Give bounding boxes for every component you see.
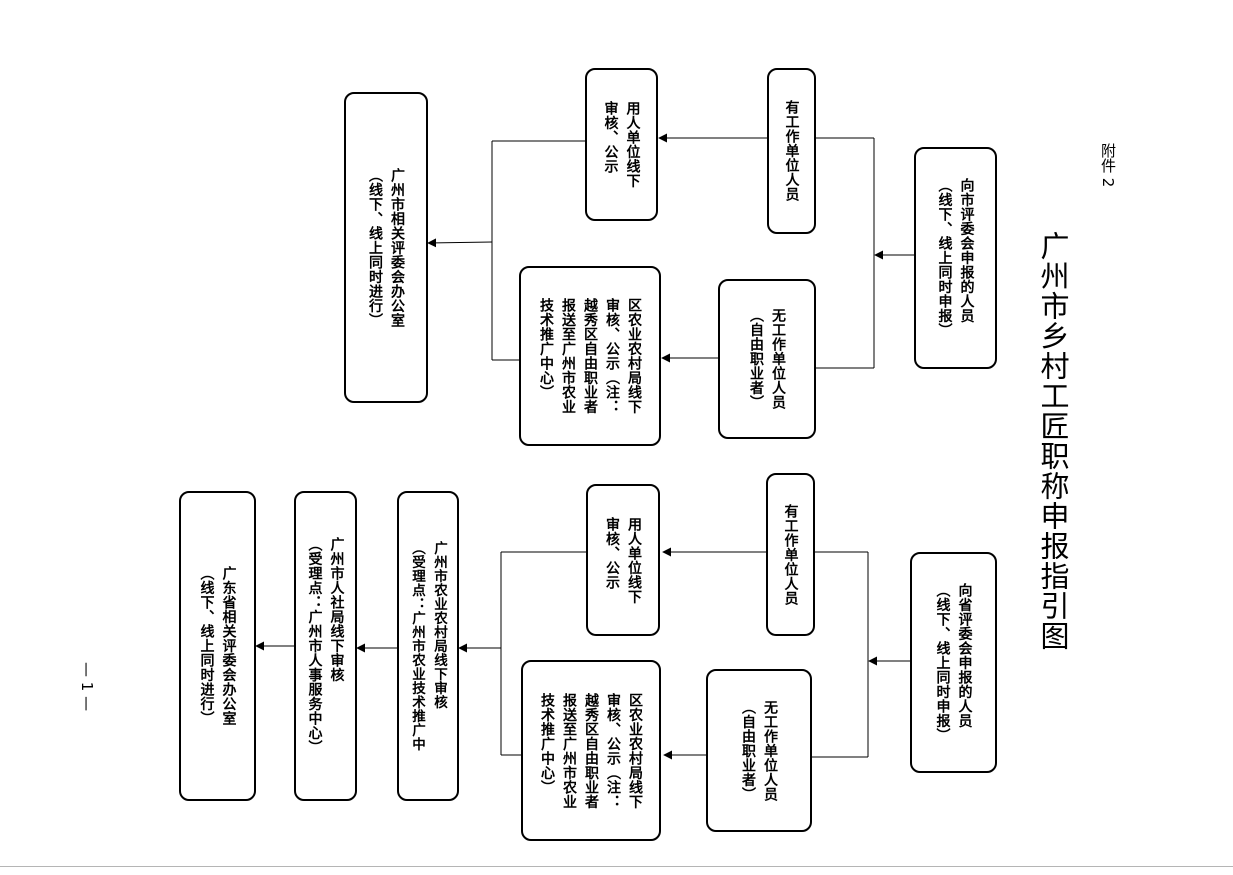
prov-self-employed-box: 无工作单位人员 （自由职业者） (706, 669, 812, 832)
city-employed-box: 有工作单位人员 (767, 68, 816, 234)
attachment-label: 附件 2 (1099, 142, 1117, 188)
city-district-review-box: 区农业农村局线下 审核、公示（注： 越秀区自由职业者 报送至广州市农业 技术推广… (519, 266, 661, 446)
city-self-employed-box: 无工作单位人员 （自由职业者） (718, 279, 816, 439)
city-office-arrow (427, 238, 493, 248)
prov-employer-review-box: 用人单位线下 审核、公示 (586, 484, 660, 636)
city-apply-box: 向市评委会申报的人员 （线下、线上同时申报） (914, 147, 997, 369)
prov-district-review-box: 区农业农村局线下 审核、公示（注： 越秀区自由职业者 报送至广州市农业 技术推广… (521, 660, 661, 841)
page-divider (0, 866, 1233, 867)
prov-agri-bureau-box: 广州市农业农村局线下审核 （受理点：广州市农业技术推广中 (397, 491, 459, 801)
city-employer-review-box: 用人单位线下 审核、公示 (585, 68, 658, 221)
prov-apply-box: 向省评委会申报的人员 （线下、线上同时申报） (910, 552, 997, 773)
prov-office-box: 广东省相关评委会办公室 （线下、线上同时进行） (179, 491, 256, 801)
prov-hr-bureau-box: 广州市人社局线下审核 （受理点：广州市人事服务中心） (294, 491, 357, 801)
prov-employed-box: 有工作单位人员 (766, 473, 815, 636)
page-number: — 1 — (78, 662, 96, 712)
diagram-title: 广州市乡村工匠职称申报指引图 (1036, 231, 1070, 651)
city-office-box: 广州市相关评委会办公室 （线下、线上同时进行） (344, 92, 428, 403)
